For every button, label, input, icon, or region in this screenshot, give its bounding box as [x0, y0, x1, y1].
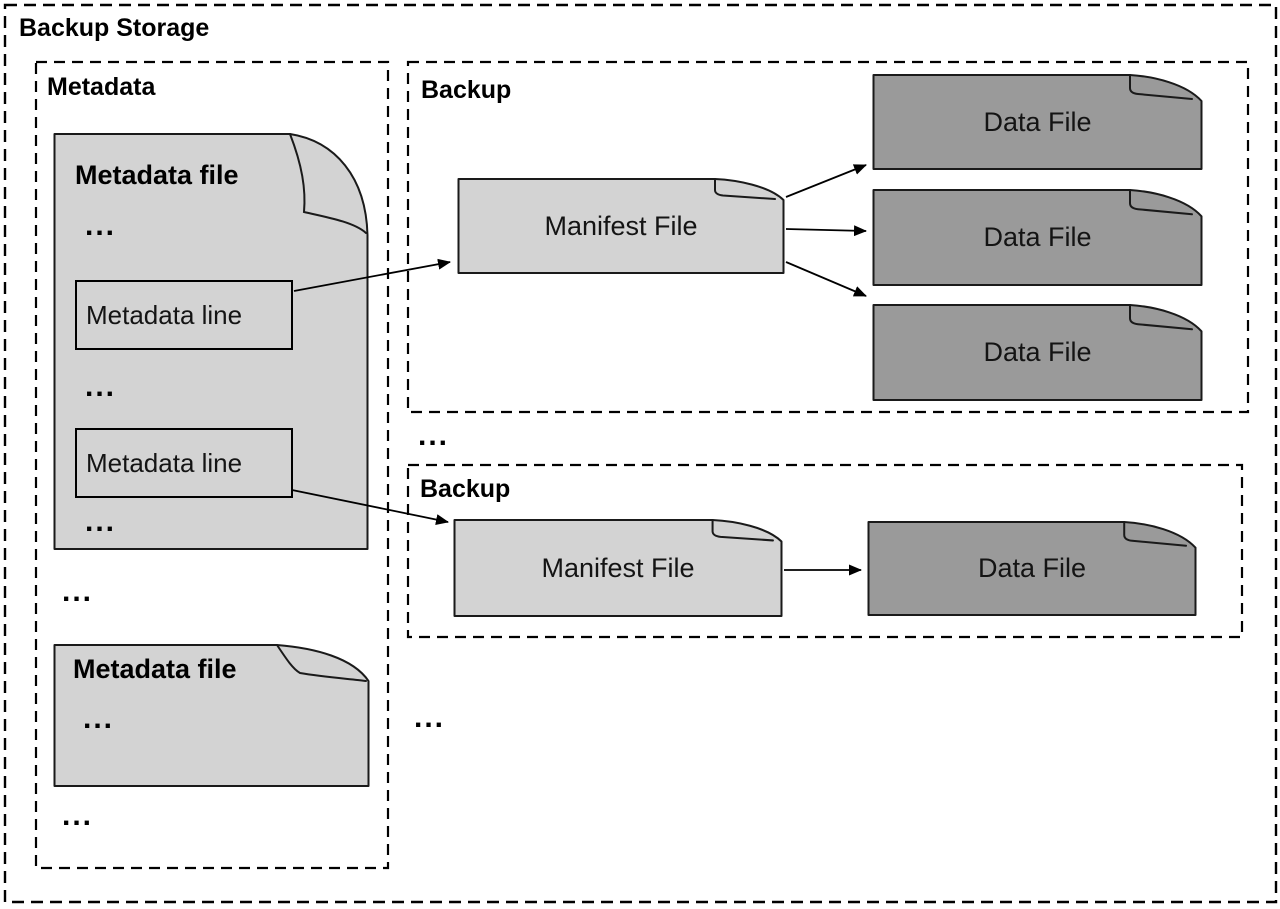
- metadata-file-1-dots-top: ...: [85, 209, 117, 242]
- metadata-dots-bottom: ...: [62, 799, 94, 832]
- data-file-4: Data File: [867, 520, 1197, 617]
- metadata-file-2-dots: ...: [83, 702, 115, 735]
- metadata-file-1-dots-mid: ...: [85, 370, 117, 403]
- data-file-4-label: Data File: [977, 553, 1087, 583]
- data-file-1-label: Data File: [983, 106, 1092, 137]
- arrow-manifest1-to-datafile3: [785, 261, 867, 297]
- metadata-section-label: Metadata: [47, 73, 156, 101]
- metadata-file-1-title: Metadata file: [75, 160, 239, 190]
- manifest-file-2-label: Manifest File: [541, 552, 695, 583]
- metadata-line-1: Metadata line: [75, 280, 293, 350]
- metadata-file-1: Metadata file ... Metadata line ... Meta…: [53, 132, 369, 551]
- backup-storage-label: Backup Storage: [19, 14, 210, 42]
- metadata-file-2: Metadata file ...: [53, 643, 370, 788]
- manifest-file-1: Manifest File: [457, 177, 785, 275]
- data-file-2-label: Data File: [983, 222, 1092, 252]
- metadata-file-2-title: Metadata file: [73, 654, 237, 684]
- data-file-3-label: Data File: [983, 337, 1092, 367]
- arrow-manifest1-to-datafile1: [785, 164, 867, 198]
- dots-between-backups: ...: [418, 419, 450, 452]
- backup2-section-label: Backup: [420, 475, 511, 503]
- data-file-2: Data File: [872, 188, 1203, 287]
- metadata-line-2: Metadata line: [75, 428, 293, 498]
- metadata-dots-between-files: ...: [62, 575, 94, 608]
- backup1-section-label: Backup: [421, 76, 512, 104]
- data-file-3: Data File: [872, 303, 1203, 402]
- metadata-file-1-dots-bottom: ...: [85, 505, 117, 538]
- manifest-file-2: Manifest File: [453, 518, 783, 618]
- dots-after-backup2: ...: [414, 701, 446, 734]
- arrow-manifest1-to-datafile2: [785, 225, 867, 237]
- data-file-1: Data File: [872, 73, 1203, 171]
- manifest-file-1-label: Manifest File: [544, 210, 698, 241]
